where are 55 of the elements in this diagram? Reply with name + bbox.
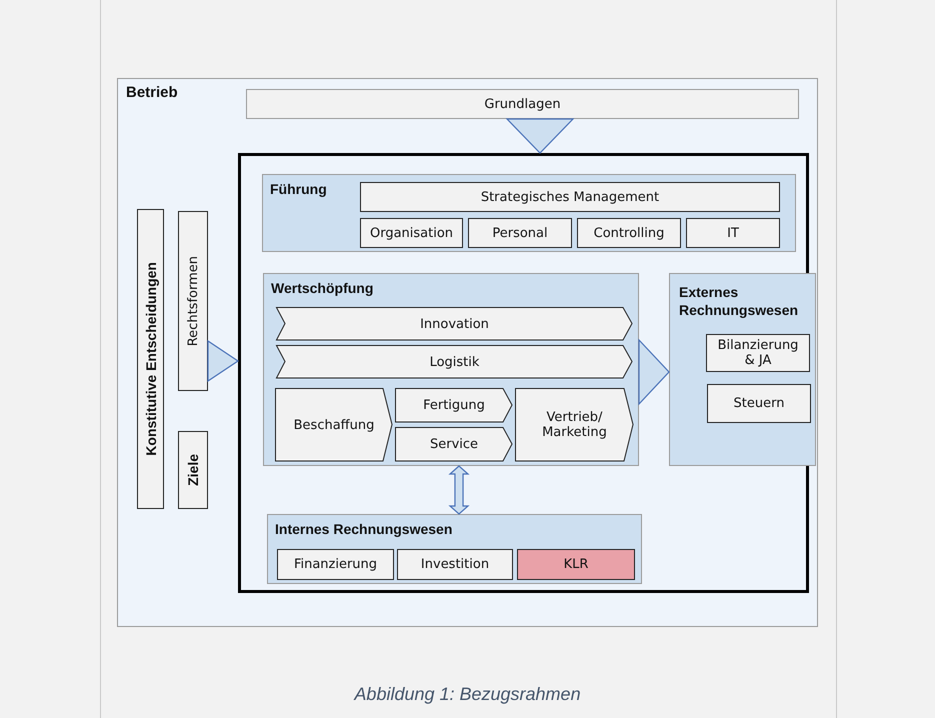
process-box: [706, 334, 810, 372]
process-box: [577, 218, 681, 248]
box-label: Steuern: [734, 396, 784, 411]
box-label: Bilanzierung & JA: [718, 338, 798, 368]
process-box: [397, 549, 513, 580]
box-label: Strategisches Management: [480, 190, 660, 204]
pentagon-box: [395, 388, 513, 423]
box-label: Finanzierung: [294, 557, 378, 572]
pentagon-box: [515, 388, 634, 462]
double-arrow: [448, 465, 470, 515]
vertical-box: [137, 209, 164, 509]
box-label: Controlling: [594, 226, 664, 240]
pentagon-box: [395, 427, 513, 462]
group-panel: [267, 514, 642, 584]
box-label: Organisation: [370, 226, 454, 240]
group-title: Führung: [270, 181, 327, 198]
process-box: [468, 218, 572, 248]
vertical-box: [178, 211, 208, 391]
box-label: Beschaffung: [294, 418, 374, 432]
chevron-box: [276, 307, 633, 341]
box-label: Logistik: [430, 354, 480, 370]
process-box: [246, 89, 799, 119]
process-box: [360, 182, 780, 212]
box-label: Konstitutive Entscheidungen: [142, 262, 158, 456]
group-panel: [262, 174, 796, 252]
box-label: Innovation: [420, 316, 489, 332]
group-title: Wertschöpfung: [271, 280, 374, 298]
process-box: [360, 218, 463, 248]
caption: Abbildung 1: Bezugsrahmen: [352, 684, 582, 705]
box-label: Personal: [492, 226, 548, 240]
pentagon-box: [275, 388, 393, 462]
group-panel: [263, 273, 639, 466]
arrow: [638, 338, 670, 406]
box-label: Service: [430, 437, 478, 452]
box-label: KLR: [564, 557, 588, 572]
box-label: Grundlagen: [484, 96, 561, 112]
group-title: Internes Rechnungswesen: [275, 521, 452, 538]
box-label: Fertigung: [423, 398, 485, 413]
box-label: Investition: [420, 557, 490, 572]
box-label: Vertrieb/ Marketing: [541, 410, 608, 440]
arrow: [506, 118, 574, 154]
box-label: Ziele: [185, 454, 201, 486]
box-label: Rechtsformen: [186, 256, 200, 346]
process-box: [277, 549, 394, 580]
vertical-box: [178, 431, 208, 509]
arrow: [207, 340, 240, 382]
group-title: Externes Rechnungswesen: [679, 284, 800, 319]
process-box: [686, 218, 780, 248]
box-label: IT: [727, 226, 739, 240]
group-panel: [669, 273, 816, 466]
outer-panel: [117, 78, 818, 627]
group-title: Betrieb: [126, 84, 178, 103]
process-box: [707, 384, 811, 423]
chevron-box: [276, 345, 633, 379]
process-box: [517, 549, 635, 580]
